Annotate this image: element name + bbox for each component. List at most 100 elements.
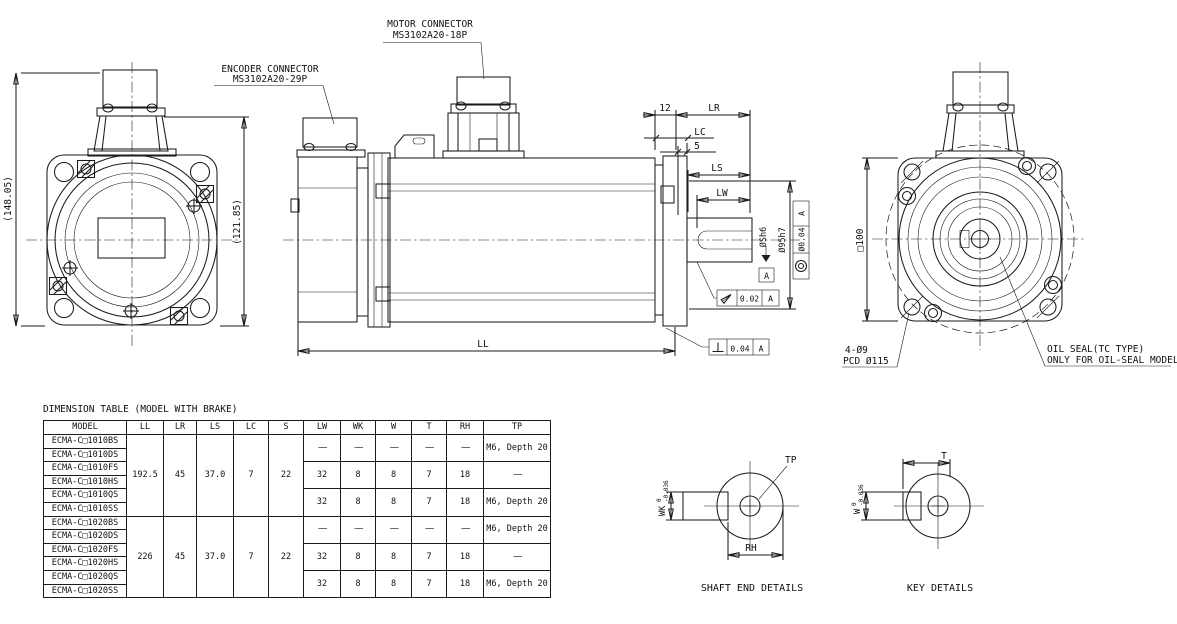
col-header: MODEL xyxy=(43,420,127,435)
dim-front-height-label: (148.05) xyxy=(3,176,14,222)
pcd-circle xyxy=(885,144,1075,334)
value-cell: 8 xyxy=(340,542,376,571)
col-header: S xyxy=(268,420,304,435)
col-header: T xyxy=(411,420,447,435)
perp-value: 0.04 xyxy=(730,345,749,354)
value-cell: 8 xyxy=(340,569,376,599)
value-cell: 192.5 xyxy=(126,434,164,517)
rear-corner-holes xyxy=(900,160,1060,319)
tp-cell: M6, Depth 20 xyxy=(483,569,551,599)
tp-callout: TP xyxy=(758,455,797,500)
shaft-dims xyxy=(643,110,751,228)
value-cell: 32 xyxy=(303,461,341,490)
shaft xyxy=(686,217,753,263)
value-cell: 32 xyxy=(303,542,341,571)
table-title: DIMENSION TABLE (MODEL WITH BRAKE) xyxy=(43,404,238,415)
value-cell: 18 xyxy=(446,542,484,571)
model-cell: ECMA-C□1010SS xyxy=(43,501,127,517)
dim-121 xyxy=(164,116,249,327)
perp-datum: A xyxy=(759,345,764,354)
table-row: ECMA-C□1010BS 192.5 45 37.0 7 22 —— —— —… xyxy=(43,433,551,517)
holes-callout: 4-Ø9 PCD Ø115 xyxy=(842,312,910,368)
tp-cell: M6, Depth 20 xyxy=(483,515,551,544)
mounting-flange xyxy=(662,155,688,327)
value-cell: 8 xyxy=(375,542,412,571)
perpendicularity-icon xyxy=(712,342,724,353)
runout-datum-text: A xyxy=(798,211,807,216)
tp-cell: M6, Depth 20 xyxy=(483,433,551,463)
oil-seal-line2: ONLY FOR OIL-SEAL MODEL xyxy=(1047,355,1177,366)
value-cell: 45 xyxy=(163,515,197,599)
value-cell: 18 xyxy=(446,461,484,490)
front-center-window xyxy=(97,217,166,259)
dim-5-label: 5 xyxy=(694,141,700,152)
encoder-callout: ENCODER CONNECTOR MS3102A20-29P xyxy=(214,64,335,125)
value-cell: 226 xyxy=(126,515,164,599)
keyway-slot xyxy=(697,230,752,250)
motor-callout-line2: MS3102A20-18P xyxy=(393,30,468,41)
w-text: W xyxy=(853,508,863,514)
model-cell: ECMA-C□1020BS xyxy=(43,515,127,531)
model-cell: ECMA-C□1010QS xyxy=(43,488,127,503)
col-header: RH xyxy=(446,420,484,435)
value-cell: —— xyxy=(411,515,447,544)
model-cell: ECMA-C□1020SS xyxy=(43,583,127,599)
holes-label: 4-Ø9 xyxy=(845,345,868,356)
dim-front-inner-height-label: (121.85) xyxy=(232,199,243,245)
encoder-callout-line1: ENCODER CONNECTOR xyxy=(221,64,319,75)
side-motor-connector xyxy=(442,76,525,159)
dim-W xyxy=(861,491,903,521)
table-row: ECMA-C□1020QS 32 8 8 7 18 M6, Depth 20 xyxy=(43,569,551,599)
model-cell: ECMA-C□1010DS xyxy=(43,447,127,463)
value-cell: 7 xyxy=(233,515,269,599)
value-cell: 22 xyxy=(268,434,304,517)
oil-seal-line1: OIL SEAL(TC TYPE) xyxy=(1047,344,1144,355)
value-cell: —— xyxy=(375,515,412,544)
w-tol-lower: -0.036 xyxy=(858,484,865,506)
front-screws xyxy=(48,159,215,326)
front-connector xyxy=(87,69,177,157)
dim-WK xyxy=(666,491,683,521)
tp-cell: —— xyxy=(483,461,551,490)
value-cell: 8 xyxy=(375,488,412,517)
dim-LS-label: LS xyxy=(711,163,723,174)
table-row: ECMA-C□1020FS 32 8 8 7 18 —— xyxy=(43,542,551,571)
model-cell: ECMA-C□1010FS xyxy=(43,461,127,476)
model-cell: ECMA-C□1020FS xyxy=(43,542,127,558)
dim-LR-label: LR xyxy=(708,103,720,114)
value-cell: —— xyxy=(340,515,376,544)
side-encoder-connector xyxy=(296,117,366,158)
tp-cell: —— xyxy=(483,542,551,571)
table-row: ECMA-C□1010QS 32 8 8 7 18 M6, Depth 20 xyxy=(43,488,551,517)
value-cell: —— xyxy=(375,433,412,463)
tp-label: TP xyxy=(785,455,797,466)
table-row: ECMA-C□1010FS 32 8 8 7 18 —— xyxy=(43,461,551,490)
front-view: (148.05) (121.85) xyxy=(3,62,249,348)
table-row: ECMA-C□1020BS 226 45 37.0 7 22 —— —— —— … xyxy=(43,515,551,599)
dim-RH-label: RH xyxy=(745,543,757,554)
value-cell: 7 xyxy=(411,569,447,599)
value-cell: —— xyxy=(303,515,341,544)
wk-tol-lower: -0.036 xyxy=(663,480,670,502)
dim-shaft-dia-label: ØSh6 xyxy=(758,227,769,247)
dim-W-label: W 0 -0.036 xyxy=(851,484,865,514)
encoder-callout-line2: MS3102A20-29P xyxy=(233,74,308,85)
dim-square100 xyxy=(862,157,898,322)
model-cell: ECMA-C□1020DS xyxy=(43,529,127,544)
side-view: 12 LR LC 5 LS LW LL ØSh6 A Ø95h7 xyxy=(214,19,810,356)
value-cell: 8 xyxy=(340,461,376,490)
col-header: WK xyxy=(340,420,376,435)
dim-pilot xyxy=(689,180,796,310)
brake-housing xyxy=(297,156,358,323)
col-header: LL xyxy=(126,420,164,435)
value-cell: 37.0 xyxy=(196,434,234,517)
perp-frame xyxy=(665,327,770,356)
shaft-end-caption: SHAFT END DETAILS xyxy=(701,583,803,594)
col-header: W xyxy=(375,420,412,435)
dim-square100-label: □100 xyxy=(855,228,866,251)
model-cell: ECMA-C□1020QS xyxy=(43,569,127,585)
face-runout-value: 0.02 xyxy=(740,295,759,304)
value-cell: 8 xyxy=(375,569,412,599)
